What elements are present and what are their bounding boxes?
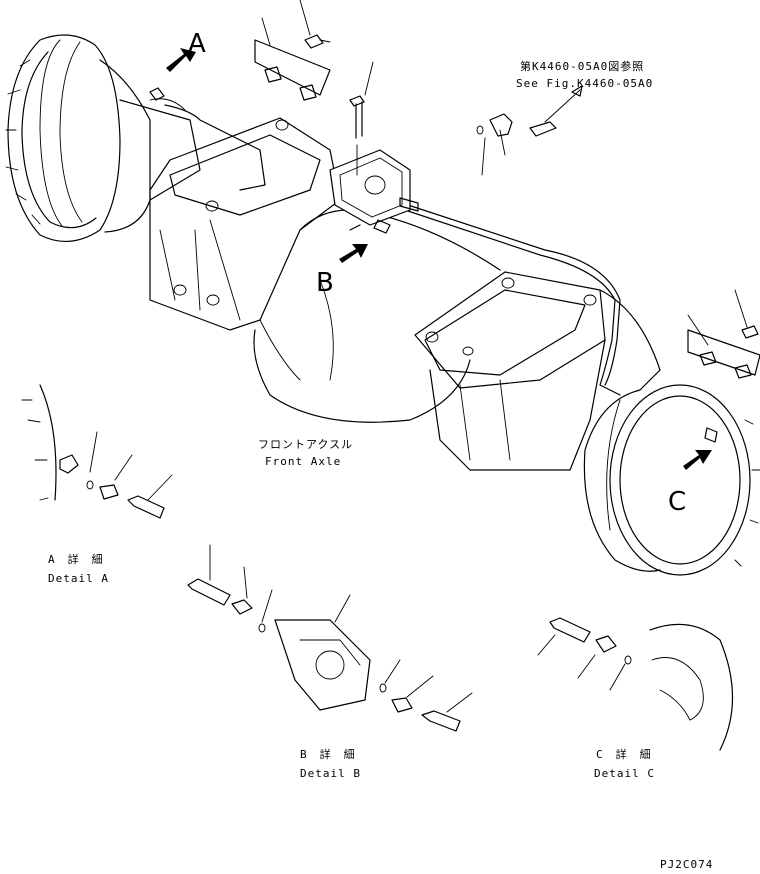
center-block-fitting [329, 149, 419, 234]
right-bracket [687, 289, 760, 379]
callout-c: C [668, 487, 686, 517]
axle-label-jp: フロントアクスル [258, 438, 353, 451]
detail-c-label-jp: C 詳 細 [596, 747, 652, 761]
callout-a: A [188, 29, 206, 59]
detail-c-view [537, 617, 733, 751]
callout-arrow-a [166, 48, 196, 72]
detail-a-label-jp: A 詳 細 [48, 552, 104, 566]
detail-c-label-en: Detail C [594, 767, 655, 780]
detail-b-label-en: Detail B [300, 767, 361, 780]
callout-arrow-c [683, 450, 712, 470]
callout-arrow-b [339, 244, 368, 263]
detail-b-view [187, 544, 473, 732]
reference-label-en: See Fig.K4460-05A0 [516, 77, 653, 90]
callout-b: B [316, 268, 334, 298]
right-wheel-hub [583, 384, 760, 576]
detail-b-label-jp: B 詳 細 [300, 747, 356, 761]
vertical-bolt [349, 61, 374, 176]
top-bracket [254, 0, 331, 101]
axle-label-en: Front Axle [265, 455, 341, 468]
elbow-fitting [476, 85, 583, 176]
detail-a-view [21, 384, 173, 519]
lubrication-pipe [164, 104, 621, 396]
drawing-number: PJ2C074 [660, 858, 713, 871]
left-wheel-hub [5, 34, 201, 243]
reference-label-jp: 第K4460-05A0図参照 [520, 59, 644, 73]
detail-a-label-en: Detail A [48, 572, 109, 585]
